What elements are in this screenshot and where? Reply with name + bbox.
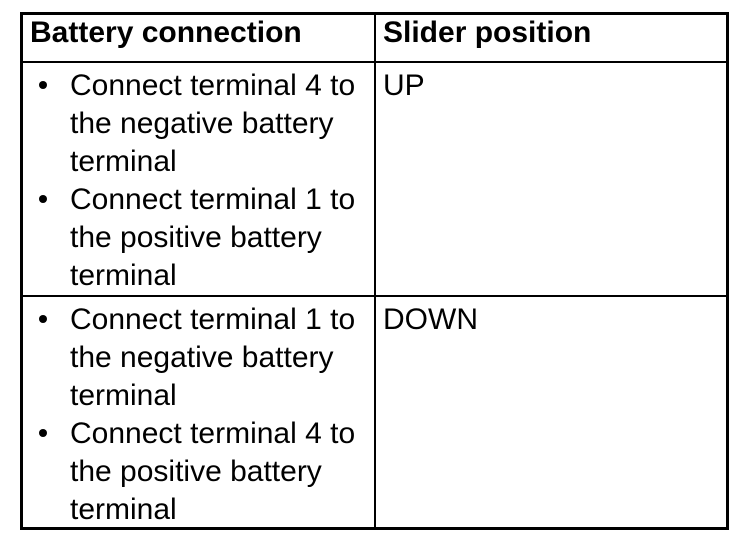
list-item-text: Connect terminal 1 to the positive batte… xyxy=(70,183,356,292)
bullet-icon xyxy=(39,195,47,203)
connection-steps-list: Connect terminal 4 to the negative batte… xyxy=(23,67,374,295)
list-item-text: Connect terminal 1 to the negative batte… xyxy=(70,303,356,412)
bullet-icon xyxy=(39,81,47,89)
list-item: Connect terminal 1 to the negative batte… xyxy=(23,301,374,415)
header-battery-connection: Battery connection xyxy=(23,15,376,63)
battery-connection-cell-row2: Connect terminal 1 to the negative batte… xyxy=(23,297,376,527)
list-item: Connect terminal 4 to the negative batte… xyxy=(23,67,374,181)
battery-slider-table: Battery connection Slider position Conne… xyxy=(20,12,729,530)
list-item: Connect terminal 4 to the positive batte… xyxy=(23,415,374,527)
slider-position-cell-up: UP xyxy=(376,63,726,297)
list-item-text: Connect terminal 4 to the negative batte… xyxy=(70,69,356,178)
header-slider-position: Slider position xyxy=(376,15,726,63)
list-item-text: Connect terminal 4 to the positive batte… xyxy=(70,417,356,526)
list-item: Connect terminal 1 to the positive batte… xyxy=(23,181,374,295)
bullet-icon xyxy=(39,429,47,437)
connection-steps-list: Connect terminal 1 to the negative batte… xyxy=(23,301,374,527)
bullet-icon xyxy=(39,315,47,323)
slider-position-cell-down: DOWN xyxy=(376,297,726,527)
battery-connection-cell-row1: Connect terminal 4 to the negative batte… xyxy=(23,63,376,297)
